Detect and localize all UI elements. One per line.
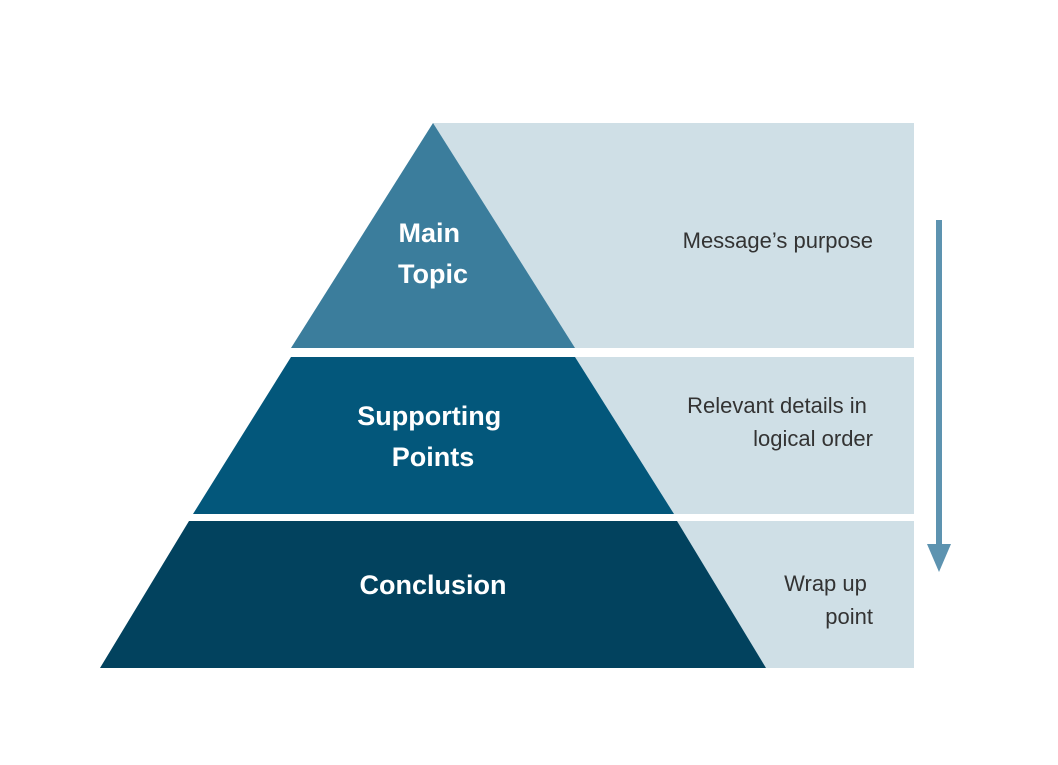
tier-supporting-points (193, 357, 674, 514)
arrow-down-icon (927, 220, 951, 572)
tier-label-line: Topic (398, 259, 468, 289)
description-line: Message’s purpose (683, 228, 873, 253)
description-line: Relevant details in (687, 393, 867, 418)
tier-conclusion (100, 521, 766, 668)
tier-label-supporting-points: Supporting Points (357, 401, 508, 472)
tier-label-line: Main (398, 218, 460, 248)
description-line: Wrap up (784, 571, 867, 596)
tier-label-line: Conclusion (360, 570, 507, 600)
tier-label-line: Supporting (357, 401, 501, 431)
tier-label-main-topic: Main Topic (398, 218, 468, 289)
tier-main-topic (291, 123, 575, 348)
tier-label-line: Points (392, 442, 475, 472)
arrow-head (927, 544, 951, 572)
description-conclusion: Wrap up point (784, 571, 873, 629)
tier-label-conclusion: Conclusion (360, 570, 507, 600)
description-main-topic: Message’s purpose (683, 228, 873, 253)
arrow-shaft (936, 220, 942, 546)
description-line: point (825, 604, 873, 629)
description-supporting-points: Relevant details in logical order (687, 393, 873, 451)
description-line: logical order (753, 426, 873, 451)
